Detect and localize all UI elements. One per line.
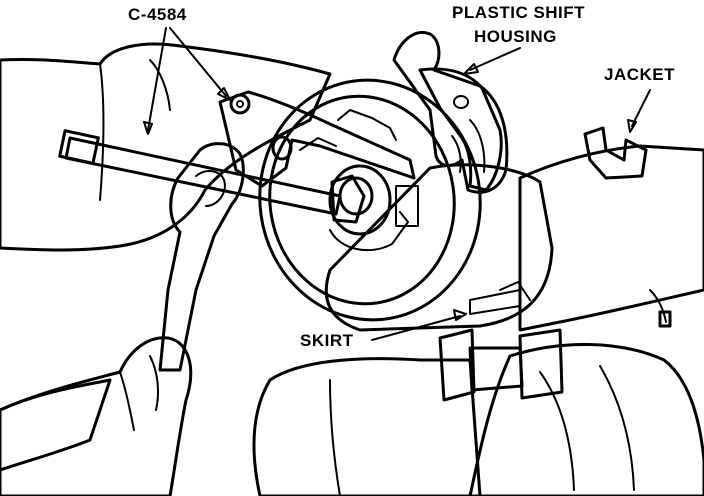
plastic-shift-housing xyxy=(258,67,503,322)
leader-lines xyxy=(143,27,651,341)
column-hub xyxy=(299,109,419,252)
housing-label-line1: PLASTIC SHIFT xyxy=(452,3,585,22)
puller-tool xyxy=(58,90,416,224)
left-sleeve xyxy=(0,42,332,252)
hand-lower-left xyxy=(0,336,193,496)
bench-vise xyxy=(252,328,704,496)
hand-upper-right xyxy=(392,31,509,194)
tool-label: C-4584 xyxy=(128,5,187,24)
wrench xyxy=(158,142,245,372)
housing-label-line2: HOUSING xyxy=(474,27,557,46)
jacket-label: JACKET xyxy=(604,65,675,84)
skirt-label: SKIRT xyxy=(300,331,354,350)
